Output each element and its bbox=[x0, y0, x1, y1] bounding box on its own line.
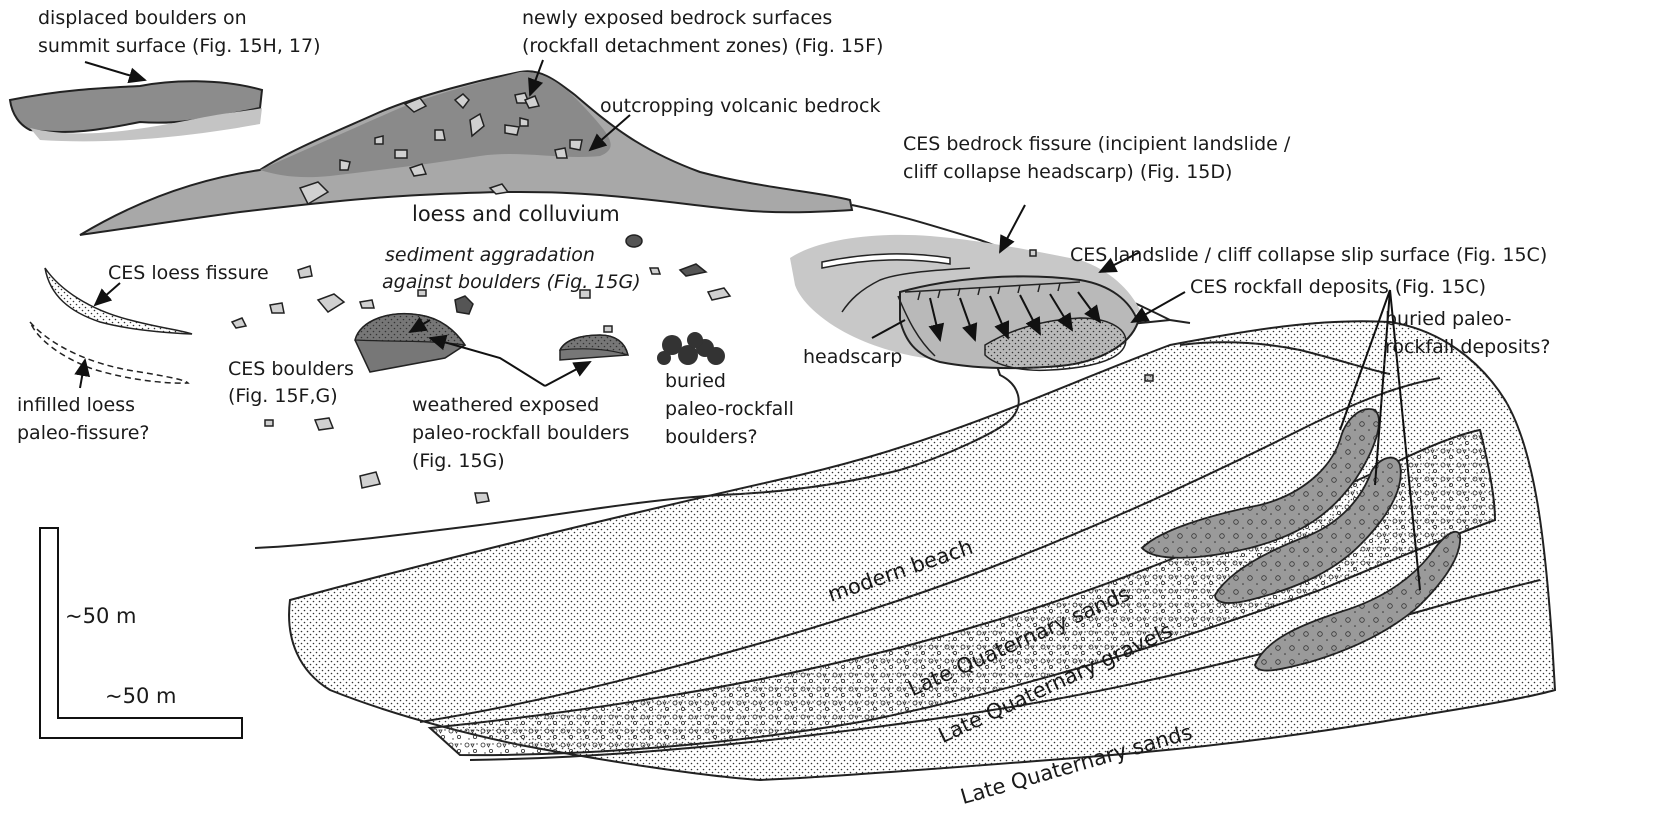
label-outcropping-bedrock: outcropping volcanic bedrock bbox=[600, 95, 880, 117]
label-buried-boulders-2: paleo-rockfall bbox=[665, 398, 794, 420]
label-infilled-loess-2: paleo-fissure? bbox=[17, 422, 149, 444]
label-sediment-aggradation-1: sediment aggradation bbox=[385, 244, 595, 266]
label-buried-paleo-deposits-2: rockfall deposits? bbox=[1385, 336, 1550, 358]
label-ces-landslide-slip: CES landslide / cliff collapse slip surf… bbox=[1070, 244, 1547, 266]
label-ces-rockfall-deposits: CES rockfall deposits (Fig. 15C) bbox=[1190, 276, 1486, 298]
label-ces-boulders-2: (Fig. 15F,G) bbox=[228, 385, 338, 407]
label-displaced-boulders-1: displaced boulders on bbox=[38, 7, 247, 29]
label-sediment-aggradation-2: against boulders (Fig. 15G) bbox=[382, 271, 641, 293]
label-newly-exposed-2: (rockfall detachment zones) (Fig. 15F) bbox=[522, 35, 883, 57]
label-ces-boulders-1: CES boulders bbox=[228, 358, 354, 380]
scale-vertical-label: ~50 m bbox=[65, 605, 136, 627]
label-ces-bedrock-fissure-1: CES bedrock fissure (incipient landslide… bbox=[903, 133, 1290, 155]
label-headscarp: headscarp bbox=[803, 346, 902, 368]
label-weathered-3: (Fig. 15G) bbox=[412, 450, 505, 472]
label-infilled-loess-1: infilled loess bbox=[17, 394, 135, 416]
label-ces-bedrock-fissure-2: cliff collapse headscarp) (Fig. 15D) bbox=[903, 161, 1232, 183]
label-newly-exposed-1: newly exposed bedrock surfaces bbox=[522, 7, 832, 29]
label-loess-colluvium: loess and colluvium bbox=[412, 203, 620, 225]
label-buried-boulders-1: buried bbox=[665, 370, 726, 392]
label-ces-loess-fissure: CES loess fissure bbox=[108, 262, 269, 284]
label-weathered-1: weathered exposed bbox=[412, 394, 599, 416]
label-buried-boulders-3: boulders? bbox=[665, 426, 758, 448]
label-buried-paleo-deposits-1: buried paleo- bbox=[1385, 308, 1512, 330]
scale-horizontal-label: ~50 m bbox=[105, 685, 176, 707]
label-weathered-2: paleo-rockfall boulders bbox=[412, 422, 629, 444]
buried-boulder-cluster bbox=[657, 332, 725, 365]
label-displaced-boulders-2: summit surface (Fig. 15H, 17) bbox=[38, 35, 321, 57]
